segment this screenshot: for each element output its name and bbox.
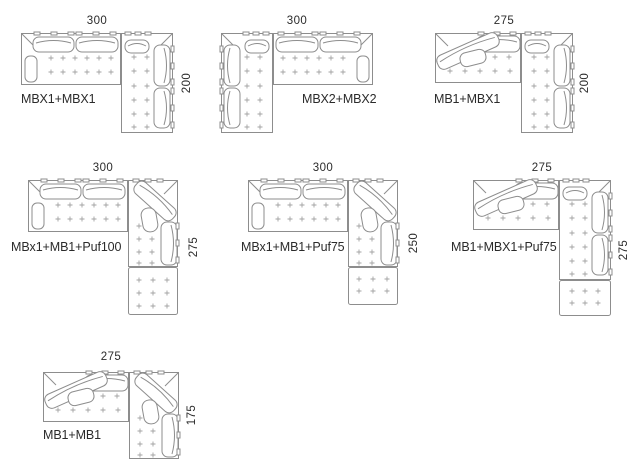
diagram3-straight-section	[435, 31, 521, 83]
diagram5-label: MBx1+MB1+Puf75	[241, 240, 345, 254]
diagram5-width-dim: 300	[312, 162, 334, 174]
diagram3-width-dim: 275	[493, 15, 515, 27]
diagram5-pouf	[348, 267, 398, 305]
diagram5-chaise-section	[348, 178, 400, 267]
diagram4-pouf	[128, 267, 178, 315]
diagram1-height-dim: 200	[181, 72, 193, 94]
diagram7-chaise-section	[129, 370, 181, 459]
diagram3-label: MB1+MBX1	[434, 92, 501, 106]
diagram6-straight-section	[473, 178, 559, 230]
diagram2-width-dim: 300	[286, 15, 308, 27]
diagram7-label: MB1+MB1	[43, 428, 102, 442]
diagram6-pouf	[559, 280, 611, 316]
diagram5-straight-section	[248, 178, 348, 232]
diagram4-height-dim: 275	[188, 236, 200, 258]
diagram1-width-dim: 300	[86, 15, 108, 27]
diagram7-height-dim: 175	[186, 404, 198, 426]
diagram4-chaise-section	[128, 178, 180, 267]
diagram2-straight-section	[273, 31, 373, 85]
diagram7-width-dim: 275	[100, 351, 122, 363]
diagram1-chaise-section	[121, 31, 175, 133]
diagram2-chaise-section	[219, 31, 273, 133]
diagram5-height-dim: 250	[408, 232, 420, 254]
diagram3-chaise-section	[521, 31, 575, 133]
diagram7-straight-section	[43, 370, 129, 422]
diagram6-label: MB1+MBX1+Puf75	[451, 240, 557, 254]
diagram2-label: MBX2+MBX2	[302, 92, 377, 106]
diagram3-height-dim: 200	[579, 72, 591, 94]
diagram1-label: MBX1+MBX1	[21, 92, 96, 106]
diagram4-label: MBx1+MB1+Puf100	[11, 240, 122, 254]
diagram4-straight-section	[28, 178, 128, 232]
diagram6-chaise-section	[559, 178, 613, 280]
diagram1-straight-section	[21, 31, 121, 85]
diagram4-width-dim: 300	[92, 162, 114, 174]
diagram6-width-dim: 275	[531, 162, 553, 174]
diagram6-height-dim: 275	[618, 239, 630, 261]
